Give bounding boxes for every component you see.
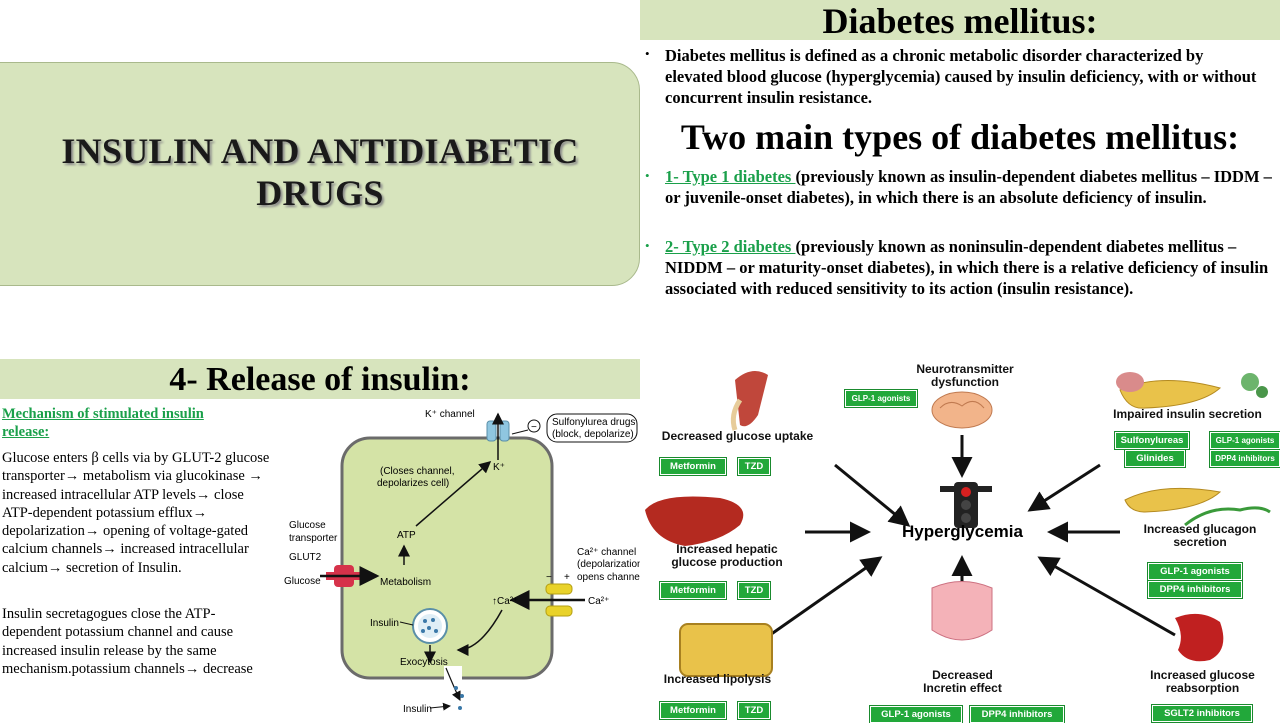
glucose-transporter-label-2: transporter bbox=[289, 533, 338, 544]
sulfonylurea-minus: − bbox=[531, 422, 537, 433]
ca-channel-icon bbox=[545, 583, 573, 617]
insulin-label: Insulin bbox=[370, 618, 399, 629]
sulfonylurea-label: Sulfonylurea drugs bbox=[552, 417, 635, 428]
lipolysis-label: Increased lipolysis bbox=[663, 672, 772, 686]
k-ion-label: K⁺ bbox=[493, 462, 505, 473]
ca-plus: + bbox=[564, 572, 570, 583]
lipolysis-drug-1: Metformin bbox=[659, 701, 727, 720]
definition-title: Diabetes mellitus: bbox=[822, 1, 1098, 41]
secretion-drug-4: DPP4 inhibitors bbox=[1209, 449, 1280, 468]
type2-link[interactable]: 2- Type 2 diabetes bbox=[665, 237, 796, 256]
secretion-label: Impaired insulin secretion bbox=[1113, 407, 1262, 421]
hepatic-drug-2: TZD bbox=[737, 581, 771, 600]
calcium-exocytosis-arrow bbox=[456, 609, 503, 656]
type1-bullet: 1- Type 1 diabetes (previously known as … bbox=[665, 166, 1275, 208]
glucagon-drug-1: GLP-1 agonists bbox=[1147, 562, 1243, 581]
hyperglycemia-label: Hyperglycemia bbox=[902, 522, 1023, 541]
mechanism-heading[interactable]: Mechanism of stimulated insulin release: bbox=[2, 406, 204, 440]
k-channel-label: K⁺ channel bbox=[425, 409, 475, 420]
traffic-light-icon bbox=[940, 482, 992, 528]
type2-bullet: 2- Type 2 diabetes (previously known as … bbox=[665, 236, 1280, 299]
exocytosis-label: Exocytosis bbox=[400, 657, 448, 668]
minus-circle-icon bbox=[527, 419, 541, 433]
type2-text: (previously known as noninsulin-dependen… bbox=[665, 237, 1269, 298]
closes-channel-label: (Closes channel, bbox=[380, 466, 454, 477]
insulin-out-label: Insulin bbox=[403, 704, 432, 715]
glut2-label: GLUT2 bbox=[289, 552, 322, 563]
secretion-drug-3: Glinides bbox=[1124, 449, 1186, 468]
lipolysis-drug-2: TZD bbox=[737, 701, 771, 720]
release-header-bar bbox=[0, 359, 640, 399]
uptake-drug-2: TZD bbox=[737, 457, 771, 476]
title-card bbox=[0, 62, 640, 286]
insulin-pointer bbox=[399, 621, 414, 626]
types-title: Two main types of diabetes mellitus: bbox=[680, 117, 1240, 157]
insulin-out-pointer bbox=[429, 702, 451, 711]
ca-channel-label-3: opens channel) bbox=[577, 572, 640, 583]
atp-label: ATP bbox=[397, 530, 416, 541]
ca-channel-label-2: (depolarization bbox=[577, 559, 640, 570]
release-title: 4- Release of insulin: bbox=[169, 361, 471, 398]
liver-icon bbox=[645, 496, 744, 546]
secretagogue-text: Insulin secretagogues close the ATP-depe… bbox=[2, 606, 253, 677]
intestine-icon bbox=[931, 581, 993, 641]
ca-minus: − bbox=[546, 572, 552, 583]
molecule-icon bbox=[1241, 373, 1268, 398]
brain-icon bbox=[931, 391, 993, 429]
incretin-drug-2: DPP4 inhibitors bbox=[969, 705, 1065, 723]
title-line-2: DRUGS bbox=[256, 173, 384, 213]
uptake-drug-1: Metformin bbox=[659, 457, 727, 476]
ca-outside-label: Ca²⁺ bbox=[588, 596, 609, 607]
glucagon-drug-2: DPP4 inhibitors bbox=[1147, 580, 1243, 599]
hepatic-drug-1: Metformin bbox=[659, 581, 727, 600]
membrane-gap bbox=[444, 666, 462, 682]
glucose-label: Glucose bbox=[284, 576, 321, 587]
secretion-drug-2: GLP-1 agonists bbox=[1209, 431, 1280, 450]
uptake-label: Decreased glucose uptake bbox=[661, 429, 814, 443]
reabsorption-drug-1: SGLT2 inhibitors bbox=[1151, 704, 1253, 723]
metabolism-label: Metabolism bbox=[380, 577, 431, 588]
ca-channel-label: Ca²⁺ channel bbox=[577, 547, 636, 558]
mechanism-text: Glucose enters β cells via by GLUT-2 glu… bbox=[2, 450, 270, 576]
adipose-icon bbox=[679, 623, 773, 677]
ca-inside-label: ↑Ca²⁺ bbox=[492, 596, 518, 607]
bullet-dot: • bbox=[645, 168, 650, 183]
beta-cell-diagram: K⁺ channel Sulfonylurea drugs (block, de… bbox=[284, 409, 640, 715]
sulfonylurea-pointer bbox=[511, 429, 529, 435]
glucose-transporter-label: Glucose bbox=[289, 520, 326, 531]
pancreas-icon bbox=[1116, 372, 1222, 409]
k-channel-icon bbox=[486, 420, 510, 442]
kidney-icon bbox=[1175, 613, 1224, 662]
secretion-drug-1: Sulfonylureas bbox=[1114, 431, 1190, 450]
pancreas-glucagon-icon bbox=[1124, 487, 1271, 527]
title-line-1: INSULIN AND ANTIDIABETIC bbox=[61, 131, 579, 171]
definition-header-bar bbox=[640, 0, 1280, 40]
atp-channel-arrow bbox=[415, 461, 492, 527]
neuro-drug-box: GLP-1 agonists bbox=[844, 389, 918, 408]
type1-link[interactable]: 1- Type 1 diabetes bbox=[665, 167, 796, 186]
muscle-icon bbox=[730, 371, 768, 431]
definition-text: Diabetes mellitus is defined as a chroni… bbox=[665, 46, 1257, 107]
incretin-drug-1: GLP-1 agonists bbox=[869, 705, 963, 723]
depolarizes-label: depolarizes cell) bbox=[377, 478, 449, 489]
sulfonylurea-label-2: (block, depolarize) bbox=[552, 429, 634, 440]
hyperglycemia-arrows bbox=[645, 371, 1271, 677]
type1-text: (previously known as insulin-dependent d… bbox=[665, 167, 1272, 207]
main-title: INSULIN AND ANTIDIABETIC DRUGS bbox=[30, 130, 610, 214]
bullet-dot: • bbox=[645, 238, 650, 253]
bullet-dot: • bbox=[645, 46, 650, 61]
sulfonylurea-box bbox=[546, 413, 638, 443]
